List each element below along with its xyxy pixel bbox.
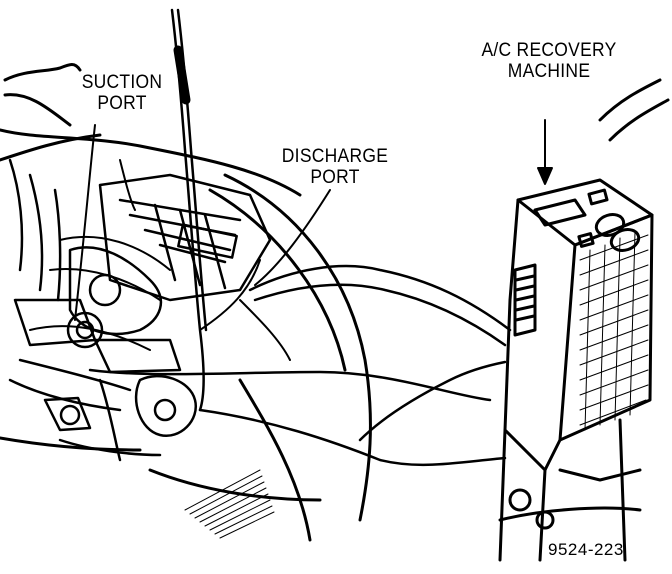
hood-outline [0, 63, 302, 197]
machine-shading [579, 231, 649, 431]
suction-port-label: SUCTION PORT [76, 72, 168, 114]
discharge-port-label-line1: DISCHARGE [281, 146, 389, 167]
leader-lines [74, 119, 553, 321]
recovery-machine-label-line2: MACHINE [507, 61, 591, 82]
recovery-machine-label-line1: A/C RECOVERY [481, 40, 617, 61]
discharge-port-label: DISCHARGE PORT [275, 146, 395, 188]
discharge-port-label-line2: PORT [310, 167, 360, 188]
suction-port-label-line2: PORT [97, 93, 147, 114]
fender-outline [0, 173, 372, 542]
figure-id: 9524-223 [548, 540, 624, 559]
engine-hoses [29, 159, 291, 361]
shading-hatch [184, 469, 275, 539]
suction-port-label-line1: SUCTION [81, 72, 163, 93]
suction-hose-grip [173, 45, 191, 105]
recovery-machine [498, 78, 670, 562]
recovery-machine-label: A/C RECOVERY MACHINE [474, 40, 623, 82]
